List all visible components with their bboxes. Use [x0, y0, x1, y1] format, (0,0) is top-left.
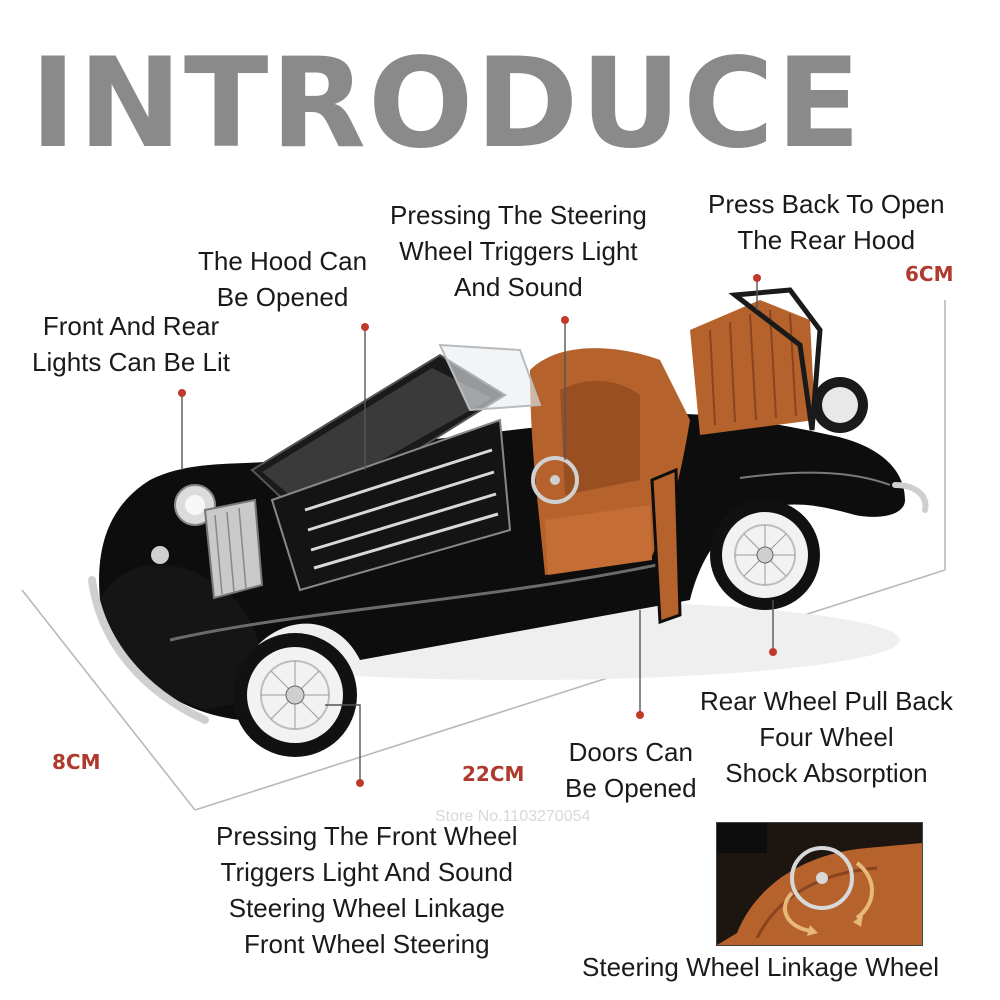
label-steering-linkage: Steering Wheel Linkage Wheel	[582, 952, 939, 982]
label-line: Steering Wheel Linkage	[228, 893, 505, 923]
callout-lines	[181, 278, 774, 783]
label-line: Four Wheel	[759, 722, 894, 752]
label-line: Lights Can Be Lit	[32, 347, 231, 377]
label-line: And Sound	[454, 272, 583, 302]
inset-illustration	[717, 823, 922, 945]
marker-rear-wheel	[769, 648, 777, 656]
dimension-length: 22CM	[462, 762, 525, 786]
label-line: Be Opened	[565, 773, 697, 803]
marker-steering	[561, 316, 569, 324]
label-line: Pressing The Steering	[390, 200, 647, 230]
label-line: Be Opened	[216, 282, 349, 312]
store-watermark: Store No.1103270054	[435, 808, 591, 825]
label-front-rear-lights: Front And Rear Lights Can Be Lit	[32, 308, 230, 380]
classic-car-model	[88, 287, 929, 757]
marker-rear-hood	[753, 274, 761, 282]
label-steering-light-sound: Pressing The Steering Wheel Triggers Lig…	[390, 197, 647, 305]
label-line: Shock Absorption	[725, 758, 928, 788]
label-rear-wheel: Rear Wheel Pull Back Four Wheel Shock Ab…	[700, 683, 953, 791]
label-rear-hood: Press Back To Open The Rear Hood	[708, 186, 945, 258]
marker-lights	[178, 389, 186, 397]
steering-linkage-inset	[716, 822, 923, 946]
label-line: Press Back To Open	[708, 189, 945, 219]
label-line: The Hood Can	[198, 246, 368, 276]
label-doors-opened: Doors Can Be Opened	[565, 734, 697, 806]
marker-doors	[636, 711, 644, 719]
dimension-width: 8CM	[52, 750, 101, 774]
label-line: Rear Wheel Pull Back	[700, 686, 953, 716]
label-hood-opened: The Hood Can Be Opened	[198, 243, 367, 315]
label-line: Triggers Light And Sound	[220, 857, 513, 887]
page-title: INTRODUCE	[30, 32, 863, 176]
label-front-wheel: Pressing The Front Wheel Triggers Light …	[216, 818, 518, 962]
label-line: Front And Rear	[42, 311, 220, 341]
dimension-height: 6CM	[905, 262, 954, 286]
callout-markers	[178, 274, 777, 787]
marker-front-wheel	[356, 779, 364, 787]
marker-hood	[361, 323, 369, 331]
dimension-lines	[21, 300, 946, 811]
label-line: Doors Can	[568, 737, 693, 767]
label-line: The Rear Hood	[737, 225, 916, 255]
label-line: Wheel Triggers Light	[399, 236, 638, 266]
label-line: Pressing The Front Wheel	[216, 821, 518, 851]
label-line: Front Wheel Steering	[243, 929, 490, 959]
